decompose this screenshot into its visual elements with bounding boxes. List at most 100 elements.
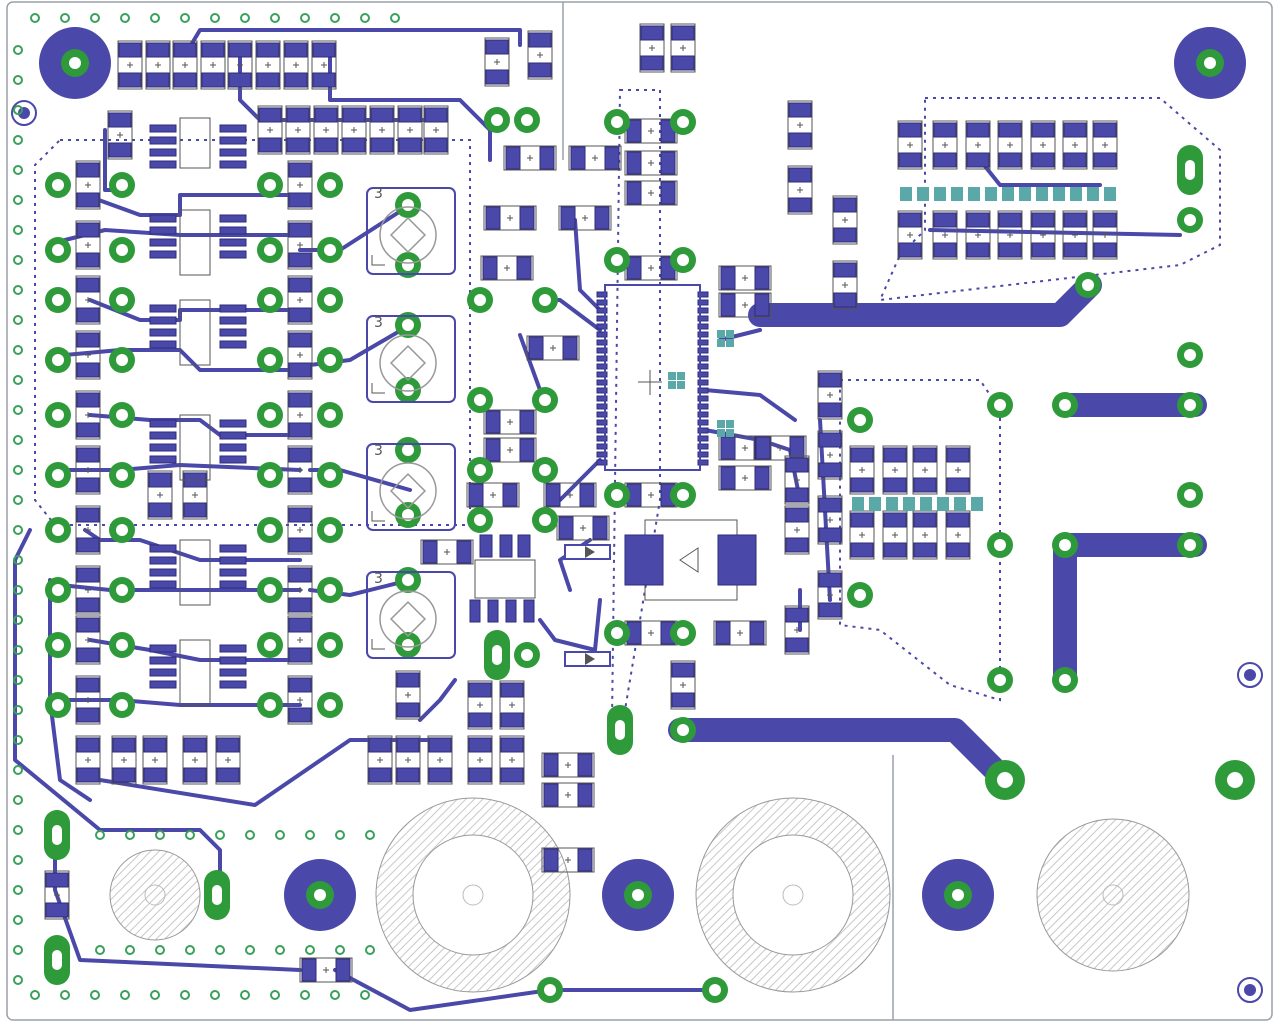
stitch-via <box>13 225 23 235</box>
smd-resistor-footprint <box>499 735 525 785</box>
test-pad <box>717 429 725 437</box>
test-pad <box>1070 187 1082 201</box>
diode-package <box>564 544 611 560</box>
smd-resistor-footprint <box>283 40 309 90</box>
via <box>257 287 283 313</box>
via <box>395 437 421 463</box>
smd-resistor-footprint <box>543 482 597 508</box>
stitch-via <box>90 990 100 1000</box>
smd-resistor-footprint <box>624 118 678 144</box>
test-pad <box>726 330 734 338</box>
via <box>45 347 71 373</box>
test-pad <box>677 381 685 389</box>
diode-package <box>564 651 611 667</box>
via <box>395 252 421 278</box>
smd-resistor-footprint <box>945 510 971 560</box>
smd-resistor-footprint <box>483 409 537 435</box>
stitch-via <box>13 255 23 265</box>
stitch-via <box>390 13 400 23</box>
smd-resistor-footprint <box>285 105 311 155</box>
via <box>257 462 283 488</box>
stitch-via <box>13 75 23 85</box>
smd-resistor-footprint <box>287 275 313 325</box>
stitch-via <box>13 375 23 385</box>
smd-resistor-footprint <box>997 210 1023 260</box>
trimpot-footprint <box>366 187 456 275</box>
mounting-hole <box>602 859 674 931</box>
smd-resistor-footprint <box>784 605 810 655</box>
stitch-via <box>270 990 280 1000</box>
smd-resistor-footprint <box>882 510 908 560</box>
via <box>45 517 71 543</box>
test-pad <box>717 339 725 347</box>
stitch-via <box>275 945 285 955</box>
via <box>1052 667 1078 693</box>
capacitor-footprint-large <box>1036 818 1190 972</box>
stitch-via <box>13 705 23 715</box>
smd-resistor-footprint <box>932 120 958 170</box>
via <box>45 462 71 488</box>
smd-resistor-footprint <box>483 437 537 463</box>
via <box>109 517 135 543</box>
stitch-via <box>270 13 280 23</box>
stitch-via <box>180 13 190 23</box>
via <box>670 620 696 646</box>
stitch-via <box>95 830 105 840</box>
test-pad <box>726 429 734 437</box>
stitch-via <box>13 405 23 415</box>
via <box>532 507 558 533</box>
smd-resistor-footprint <box>541 752 595 778</box>
smd-resistor-footprint <box>467 680 493 730</box>
test-pad <box>886 497 898 511</box>
smd-resistor-footprint <box>832 195 858 245</box>
stitch-via <box>305 945 315 955</box>
trimpot-label: 3 <box>374 571 383 587</box>
trimpot-label: 3 <box>374 186 383 202</box>
stitch-via <box>245 945 255 955</box>
via <box>257 172 283 198</box>
octagon-pad <box>985 760 1025 800</box>
smd-resistor-footprint <box>1030 120 1056 170</box>
oblong-pad <box>44 810 70 860</box>
stitch-via <box>60 990 70 1000</box>
smd-resistor-footprint <box>624 180 678 206</box>
trimpot-footprint <box>366 443 456 531</box>
stitch-via <box>13 435 23 445</box>
stitch-via <box>155 830 165 840</box>
smd-resistor-footprint <box>483 205 537 231</box>
stitch-via <box>13 615 23 625</box>
via <box>670 482 696 508</box>
smd-resistor-footprint <box>526 335 580 361</box>
via <box>670 109 696 135</box>
fiducial-mark <box>1237 977 1263 1003</box>
smd-resistor-footprint <box>182 735 208 785</box>
smd-resistor-footprint <box>849 445 875 495</box>
trimpot-label: 3 <box>374 443 383 459</box>
smd-resistor-footprint <box>558 205 612 231</box>
smd-resistor-footprint <box>75 505 101 555</box>
smd-resistor-footprint <box>997 120 1023 170</box>
stitch-via <box>125 945 135 955</box>
stitch-via <box>305 830 315 840</box>
stitch-via <box>13 585 23 595</box>
test-pad <box>1104 187 1116 201</box>
smd-resistor-footprint <box>427 735 453 785</box>
via <box>257 577 283 603</box>
ic-soic-package <box>179 209 211 276</box>
trimpot-footprint <box>366 315 456 403</box>
test-pad <box>903 497 915 511</box>
smd-resistor-footprint <box>395 670 421 720</box>
smd-resistor-footprint <box>624 482 678 508</box>
via <box>395 567 421 593</box>
through-hole-vias <box>44 107 1255 1003</box>
oblong-pad <box>1177 145 1203 195</box>
via <box>484 107 510 133</box>
smd-resistor-footprint <box>313 105 339 155</box>
stitch-via <box>13 465 23 475</box>
ic-sot-package <box>474 559 536 599</box>
smd-resistor-footprint <box>182 470 208 520</box>
test-pad <box>1019 187 1031 201</box>
via <box>670 717 696 743</box>
via <box>257 402 283 428</box>
smd-resistor-footprint <box>1062 210 1088 260</box>
